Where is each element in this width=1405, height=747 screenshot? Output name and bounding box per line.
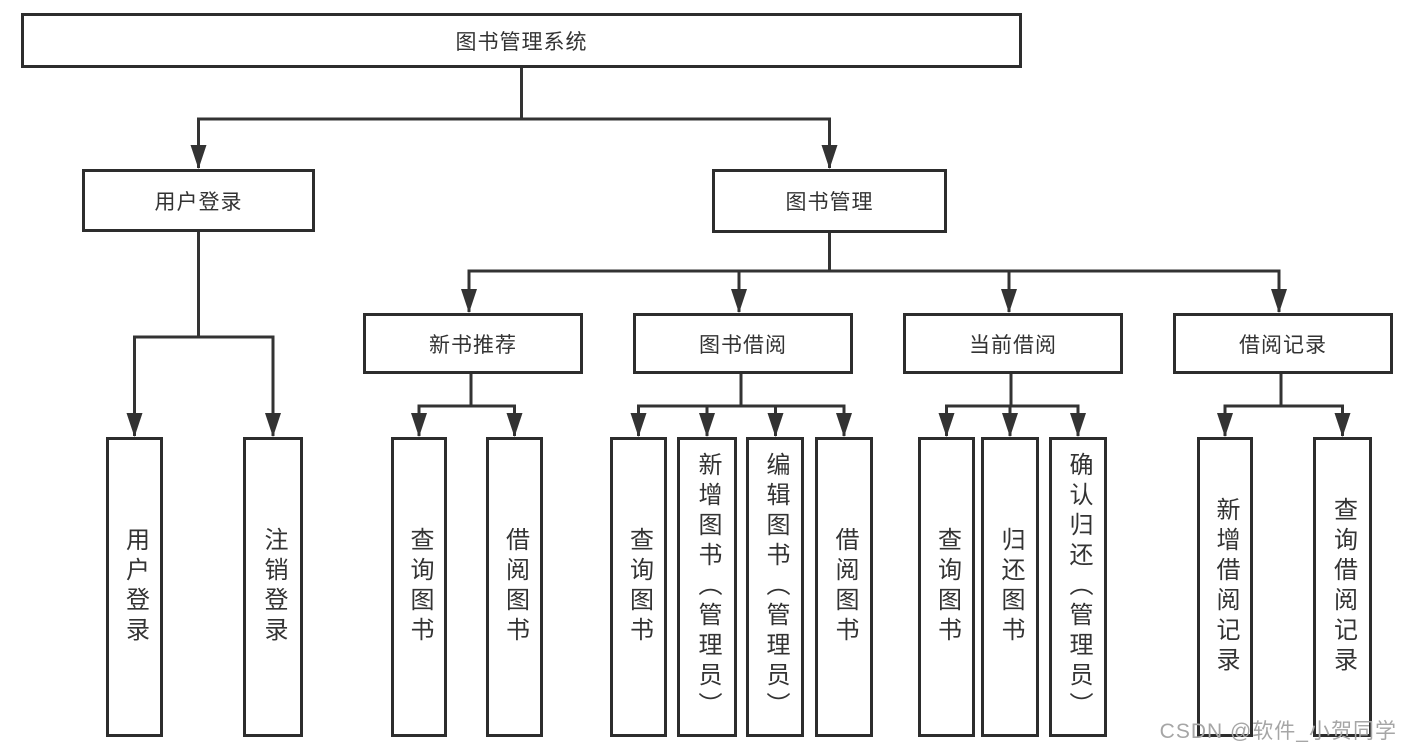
leaf-logout-label: 注销登录 bbox=[260, 527, 287, 647]
node-book-management-label: 图书管理 bbox=[785, 191, 874, 214]
leaf-query-borrow-record: 查询借阅记录 bbox=[1313, 437, 1372, 737]
leaf-borrow-books-label: 借阅图书 bbox=[831, 527, 858, 647]
leaf-user-login-label: 用户登录 bbox=[121, 527, 149, 647]
leaf-query-books-recommend-label: 查询图书 bbox=[406, 527, 433, 647]
leaf-query-books-current: 查询图书 bbox=[918, 437, 975, 737]
connector-root-to-level2 bbox=[190, 68, 838, 169]
leaf-user-login: 用户登录 bbox=[106, 437, 163, 737]
leaf-add-borrow-record: 新增借阅记录 bbox=[1197, 437, 1253, 737]
node-user-login: 用户登录 bbox=[82, 169, 315, 232]
node-new-book-recommendation: 新书推荐 bbox=[363, 313, 583, 374]
leaf-confirm-return-admin-label: 确认归还（管理员） bbox=[1065, 452, 1092, 722]
connector-current-borrowing-to-leaves bbox=[938, 374, 1086, 437]
leaf-borrow-books-recommend-label: 借阅图书 bbox=[501, 527, 529, 647]
leaf-add-books-admin-label: 新增图书（管理员） bbox=[694, 452, 721, 722]
node-library-management-system-label: 图书管理系统 bbox=[455, 30, 588, 54]
leaf-logout: 注销登录 bbox=[243, 437, 303, 737]
connector-book-borrowing-to-leaves bbox=[630, 374, 852, 437]
leaf-query-books-current-label: 查询图书 bbox=[933, 527, 961, 647]
node-borrowing-records: 借阅记录 bbox=[1173, 313, 1393, 374]
csdn-watermark: CSDN @软件_小贺同学 bbox=[1159, 720, 1397, 743]
node-book-borrowing: 图书借阅 bbox=[633, 313, 853, 374]
connector-new-book-to-leaves bbox=[411, 374, 523, 437]
leaf-borrow-books: 借阅图书 bbox=[815, 437, 873, 737]
leaf-confirm-return-admin: 确认归还（管理员） bbox=[1049, 437, 1107, 737]
leaf-query-books-borrowing: 查询图书 bbox=[610, 437, 667, 737]
connector-user-login-to-leaves bbox=[126, 232, 281, 437]
leaf-borrow-books-recommend: 借阅图书 bbox=[486, 437, 543, 737]
leaf-return-books-label: 归还图书 bbox=[997, 527, 1024, 647]
node-book-management: 图书管理 bbox=[712, 169, 947, 233]
leaf-query-borrow-record-label: 查询借阅记录 bbox=[1329, 497, 1357, 677]
node-borrowing-records-label: 借阅记录 bbox=[1239, 333, 1327, 357]
leaf-query-books-borrowing-label: 查询图书 bbox=[625, 527, 653, 647]
connector-book-management-to-level3 bbox=[461, 233, 1287, 313]
leaf-edit-books-admin-label: 编辑图书（管理员） bbox=[762, 452, 789, 722]
connector-borrow-records-to-leaves bbox=[1217, 374, 1351, 437]
node-book-borrowing-label: 图书借阅 bbox=[699, 333, 787, 357]
node-user-login-label: 用户登录 bbox=[154, 190, 243, 214]
leaf-return-books: 归还图书 bbox=[981, 437, 1039, 737]
leaf-add-books-admin: 新增图书（管理员） bbox=[677, 437, 737, 737]
node-new-book-recommendation-label: 新书推荐 bbox=[429, 333, 517, 357]
leaf-query-books-recommend: 查询图书 bbox=[391, 437, 447, 737]
node-library-management-system: 图书管理系统 bbox=[21, 13, 1022, 68]
leaf-edit-books-admin: 编辑图书（管理员） bbox=[746, 437, 804, 737]
node-current-borrowing: 当前借阅 bbox=[903, 313, 1123, 374]
node-current-borrowing-label: 当前借阅 bbox=[969, 333, 1057, 357]
leaf-add-borrow-record-label: 新增借阅记录 bbox=[1212, 497, 1239, 677]
